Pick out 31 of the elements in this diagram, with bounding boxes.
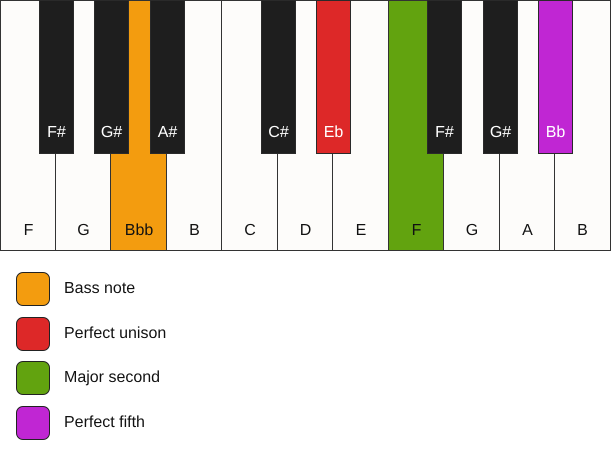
note-name: Eb <box>324 124 344 142</box>
piano-key <box>483 0 518 154</box>
piano-key <box>316 0 351 154</box>
legend-label: Perfect fifth <box>64 414 145 432</box>
note-name: E <box>356 222 366 240</box>
note-name: A# <box>158 124 178 142</box>
note-name: C# <box>268 124 289 142</box>
note-name: G# <box>490 124 512 142</box>
note-name: B <box>189 222 200 240</box>
piano-key <box>150 0 185 154</box>
note-name: G# <box>100 124 122 142</box>
note-name: C <box>244 222 256 240</box>
legend-label: Bass note <box>64 280 136 298</box>
note-name: G <box>466 222 478 240</box>
note-name: D <box>300 222 312 240</box>
note-name: F# <box>435 124 454 142</box>
piano-key <box>427 0 462 154</box>
piano-key <box>538 0 573 154</box>
note-name: G <box>77 222 90 240</box>
note-name: B <box>577 222 588 240</box>
note-name: F <box>412 222 422 240</box>
note-name: Bb <box>546 124 566 142</box>
piano-key <box>261 0 296 154</box>
piano-key <box>94 0 129 154</box>
piano-key <box>39 0 74 154</box>
note-name: Bbb <box>124 222 154 240</box>
legend-label: Major second <box>64 369 160 388</box>
note-name: F <box>24 222 34 240</box>
note-name: A <box>522 222 533 240</box>
legend-label: Perfect unison <box>64 324 166 343</box>
note-name: F# <box>47 124 66 142</box>
